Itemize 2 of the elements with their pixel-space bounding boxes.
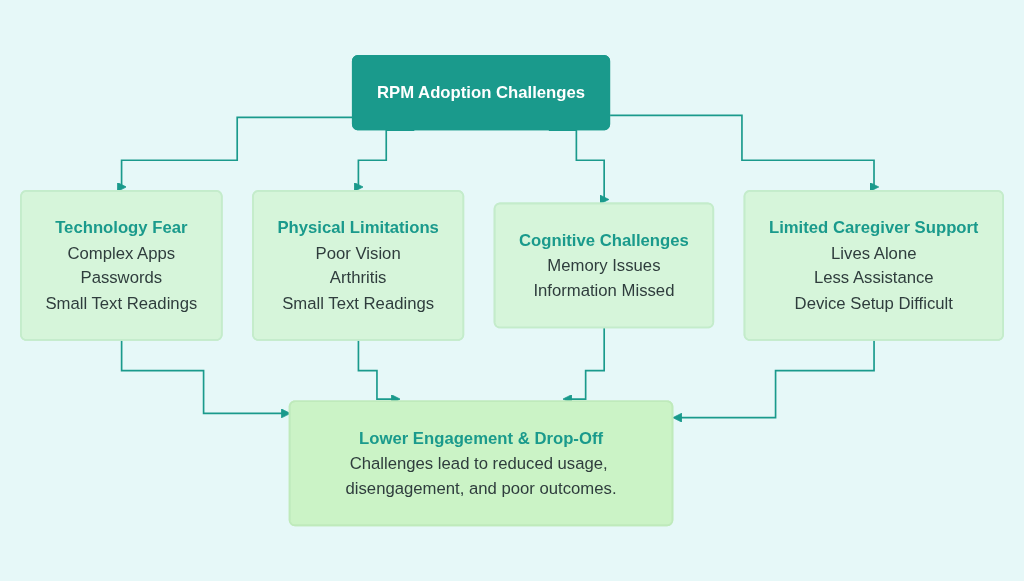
- arrow: [672, 339, 876, 423]
- arrow: [609, 114, 880, 192]
